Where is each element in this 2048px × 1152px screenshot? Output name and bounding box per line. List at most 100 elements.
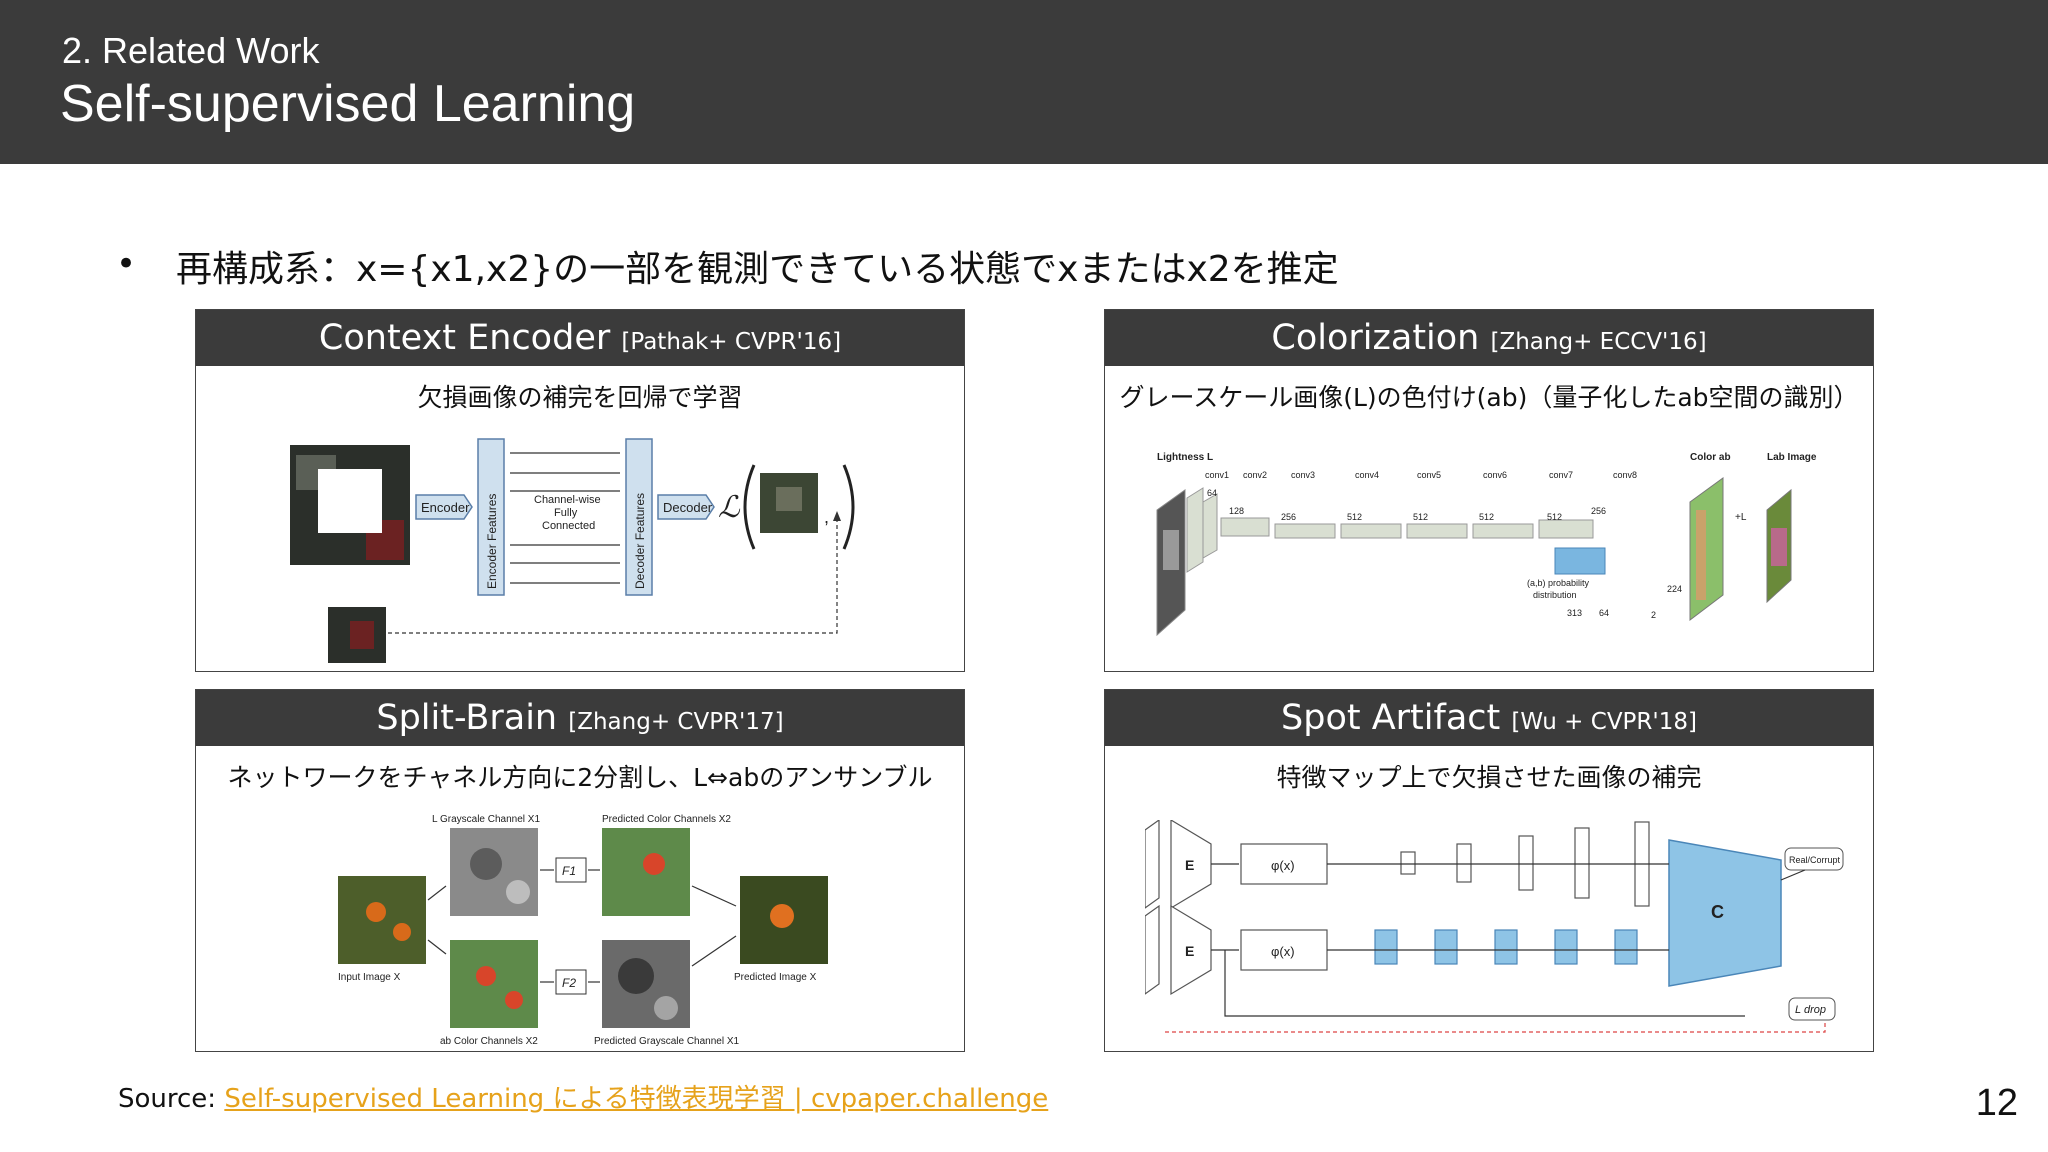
colorization-figure: Lightness L Color ab Lab Image +L conv1 …	[1156, 452, 1817, 637]
panel-citation: [Zhang+ ECCV'16]	[1490, 329, 1707, 355]
source-citation: Source: Self-supervised Learning による特徴表現…	[118, 1078, 1048, 1115]
classifier-label: C	[1711, 902, 1724, 922]
encoder-features-bar	[477, 438, 505, 596]
channel-label: Channel-wise	[534, 494, 601, 506]
panel-header: Spot Artifact [Wu + CVPR'18]	[1105, 690, 1873, 746]
panel-citation: [Pathak+ CVPR'16]	[621, 329, 842, 355]
slide-title: Self-supervised Learning	[60, 75, 636, 133]
bullet-text: 再構成系：x={x1,x2}の一部を観測できている状態でxまたはx2を推定	[176, 249, 1339, 290]
panel-subtitle: グレースケール画像(L)の色付け(ab)（量子化したab空間の識別）	[1119, 383, 1859, 412]
supervision-link	[388, 515, 838, 634]
section-label: 2. Related Work	[62, 30, 320, 71]
conv-label: conv7	[1549, 470, 1573, 480]
conv-label: conv3	[1291, 470, 1315, 480]
size-224: 224	[1667, 584, 1682, 594]
fully-label: Fully	[554, 507, 578, 519]
channel-count: 512	[1413, 512, 1428, 522]
lab-label: Lab Image	[1767, 452, 1817, 463]
prob-label: (a,b) probability	[1527, 578, 1590, 588]
f1-box	[555, 857, 587, 883]
lightness-label: Lightness L	[1157, 452, 1213, 463]
channels-2: 2	[1651, 610, 1656, 620]
color-ab-label: Color ab	[1690, 452, 1731, 463]
panel-title: Context Encoder	[318, 318, 611, 358]
panel-spot-artifact: Spot Artifact [Wu + CVPR'18] 特徴マップ上で欠損させ…	[1104, 689, 1874, 1052]
svg-text:,: ,	[824, 507, 829, 527]
channel-count: 512	[1479, 512, 1494, 522]
f2-box	[555, 969, 587, 995]
real-corrupt-box	[1784, 847, 1844, 871]
conv-blocks	[1186, 487, 1594, 573]
panel-header: Split-Brain [Zhang+ CVPR'17]	[196, 690, 964, 746]
conv-label: conv1	[1205, 470, 1229, 480]
source-link[interactable]: Self-supervised Learning による特徴表現学習 | cvp…	[224, 1084, 1049, 1114]
pred-color-image	[602, 828, 690, 916]
conv-label: conv8	[1613, 470, 1637, 480]
encoder-e-label: E	[1185, 943, 1194, 959]
channel-wise-arrows	[510, 452, 620, 584]
panel-citation: [Zhang+ CVPR'17]	[568, 709, 784, 735]
encoder-e-label: E	[1185, 857, 1194, 873]
probability-block	[1554, 547, 1606, 575]
missing-region	[318, 469, 382, 533]
dist-label: distribution	[1533, 590, 1577, 600]
ab-channel-image	[450, 940, 538, 1028]
panel-title: Spot Artifact	[1281, 698, 1501, 738]
phi-label: φ(x)	[1271, 858, 1295, 873]
drop-loss-link	[1165, 1020, 1826, 1033]
connected-label: Connected	[542, 520, 595, 532]
channel-count: 64	[1207, 488, 1217, 498]
conv-label: conv4	[1355, 470, 1379, 480]
channel-count: 512	[1347, 512, 1362, 522]
panel-subtitle: ネットワークをチャネル方向に2分割し、L⇔abのアンサンブル	[227, 763, 933, 792]
channel-count: 256	[1591, 506, 1606, 516]
bins-313: 313	[1567, 608, 1582, 618]
decoder-features-label: Decoder Features	[633, 493, 647, 589]
encoder-features-label: Encoder Features	[485, 494, 499, 589]
panel-colorization: Colorization [Zhang+ ECCV'16] グレースケール画像(…	[1104, 309, 1874, 672]
f2-label: F2	[562, 976, 576, 990]
ab-label: ab Color Channels X2	[440, 1036, 538, 1047]
panel-subtitle: 特徴マップ上で欠損させた画像の補完	[1276, 763, 1702, 792]
decoder-features-bar	[625, 438, 653, 596]
bins-64: 64	[1599, 608, 1609, 618]
bullet-mark: •	[116, 244, 137, 284]
decoder-arrow	[657, 494, 715, 520]
spot-artifact-figure: E E φ(x) φ(x) C Real/Corrupt L drop	[1145, 820, 1844, 1033]
panel-split-brain: Split-Brain [Zhang+ CVPR'17] ネットワークをチャネル…	[195, 689, 965, 1052]
panel-subtitle: 欠損画像の補完を回帰で学習	[417, 383, 743, 412]
decoder-label: Decoder	[663, 500, 713, 515]
pred-img-label: Predicted Image X	[734, 972, 817, 983]
panel-title: Colorization	[1271, 318, 1480, 358]
encoder-label: Encoder	[421, 500, 470, 515]
classifier-c	[1668, 839, 1782, 987]
channel-count: 512	[1547, 512, 1562, 522]
source-label: Source:	[118, 1084, 217, 1114]
channel-count: 128	[1229, 506, 1244, 516]
f1-label: F1	[562, 864, 576, 878]
real-corrupt-label: Real/Corrupt	[1789, 855, 1841, 865]
panel-header: Context Encoder [Pathak+ CVPR'16]	[196, 310, 964, 366]
slide-header: 2. Related Work Self-supervised Learning	[0, 0, 2048, 164]
panel-header: Colorization [Zhang+ ECCV'16]	[1105, 310, 1873, 366]
panel-citation: [Wu + CVPR'18]	[1511, 709, 1697, 735]
conv-label: conv5	[1417, 470, 1441, 480]
l-gray-label: L Grayscale Channel X1	[432, 814, 540, 825]
ldrop-label: L drop	[1795, 1004, 1826, 1016]
phi-label: φ(x)	[1271, 944, 1295, 959]
context-encoder-figure: Encoder Encoder Features Channel-wise Fu…	[290, 438, 855, 663]
pred-color-label: Predicted Color Channels X2	[602, 814, 731, 825]
conv-label: conv2	[1243, 470, 1267, 480]
page-number: 12	[1975, 1082, 2018, 1124]
ldrop-box	[1788, 997, 1836, 1021]
plus-l-label: +L	[1735, 512, 1747, 523]
pred-gray-label: Predicted Grayscale Channel X1	[594, 1036, 740, 1047]
conv-label: conv6	[1483, 470, 1507, 480]
split-brain-figure: L Grayscale Channel X1 Predicted Color C…	[338, 814, 828, 1047]
input-label: Input Image X	[338, 972, 401, 983]
channel-count: 256	[1281, 512, 1296, 522]
panel-context-encoder: Context Encoder [Pathak+ CVPR'16] 欠損画像の補…	[195, 309, 965, 672]
panel-title: Split-Brain	[376, 698, 558, 738]
svg-text:ℒ: ℒ	[718, 491, 741, 524]
color-ab-output	[1689, 477, 1724, 622]
